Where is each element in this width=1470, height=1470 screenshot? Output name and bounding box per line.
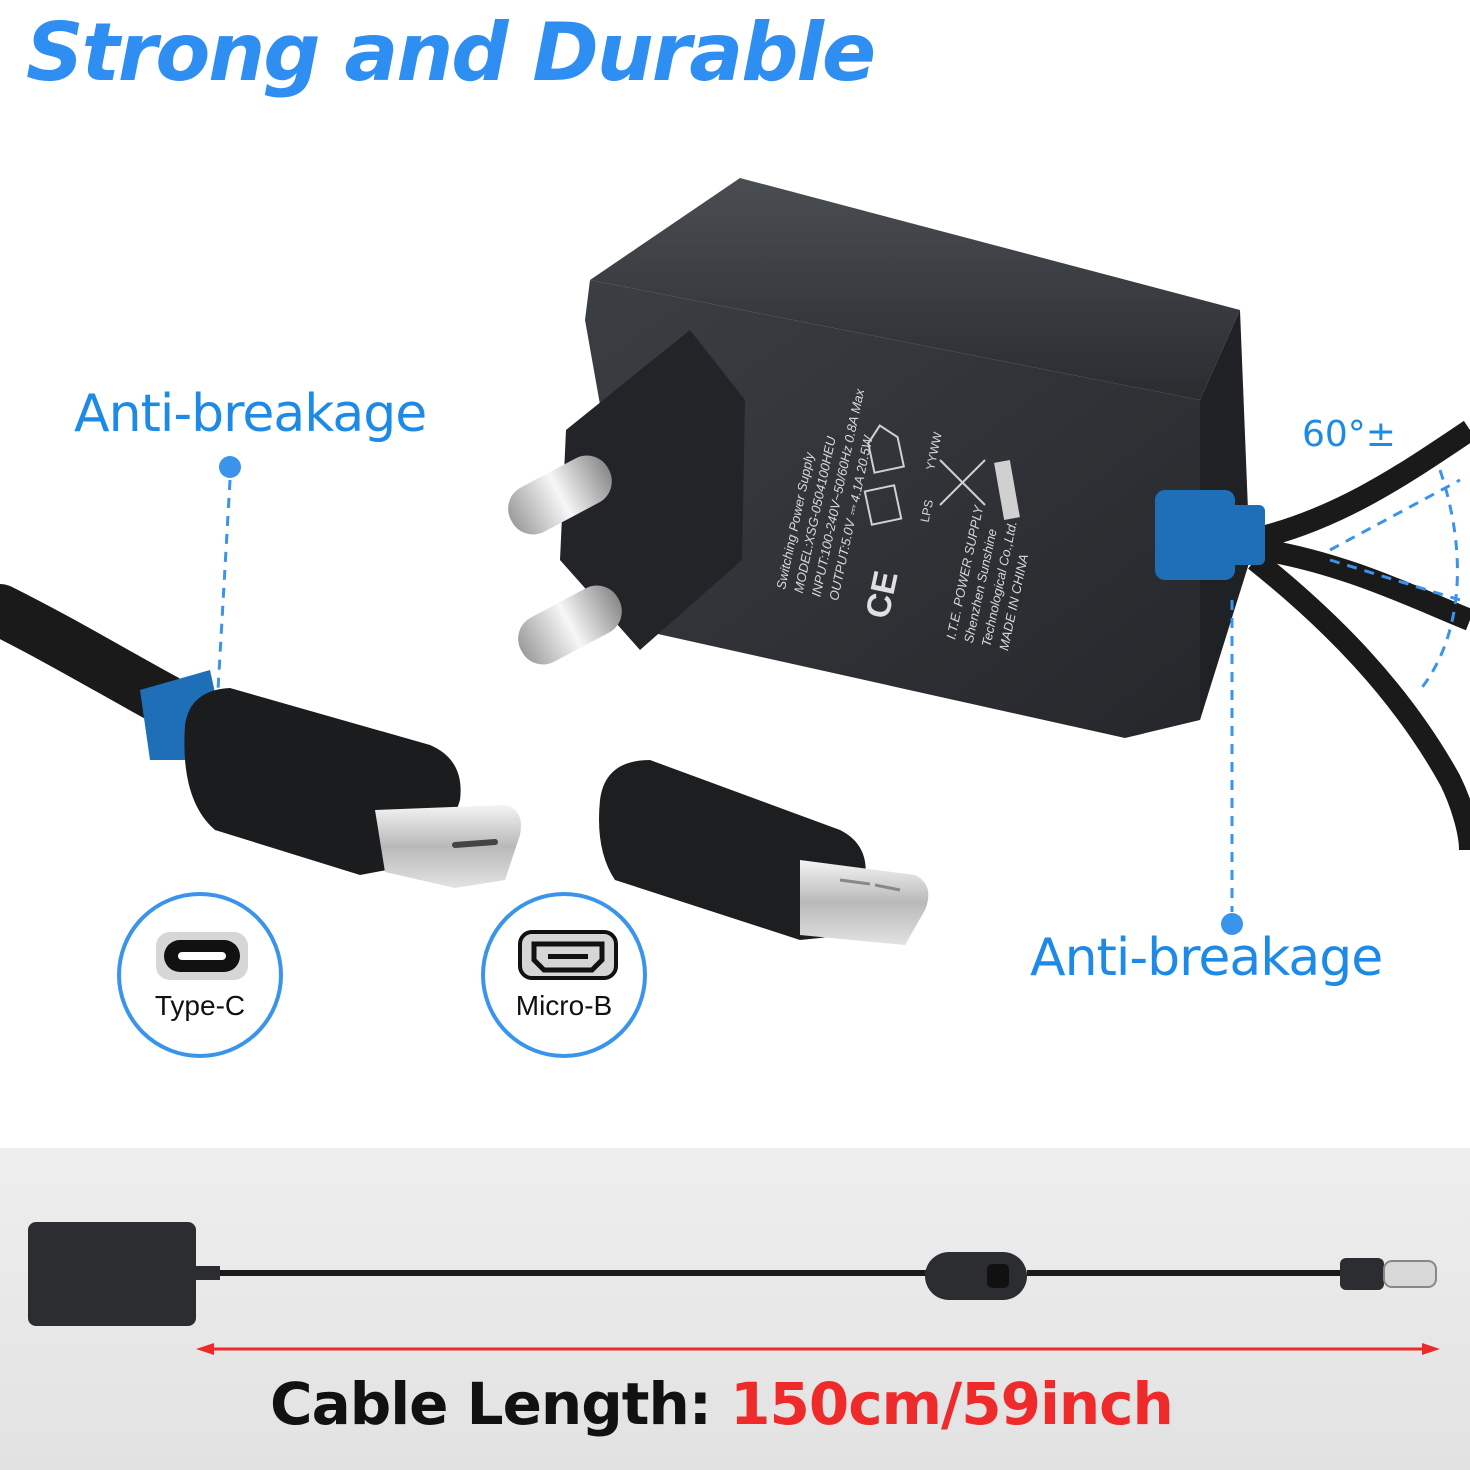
adapter-cable	[1247, 420, 1470, 851]
plug-pin-upper	[508, 455, 612, 535]
cable-length-text: Cable Length: 150cm/59inch	[270, 1370, 1174, 1438]
micro-b-label: Micro-B	[515, 990, 613, 1021]
lps-mark: LPS	[918, 498, 936, 523]
type-c-label: Type-C	[154, 990, 246, 1021]
angle-indicator	[1329, 469, 1461, 691]
usb-c-plug-tip	[375, 805, 521, 888]
full-cable-illustration	[28, 1222, 1440, 1355]
cable-length-value: 150cm/59inch	[730, 1370, 1174, 1438]
micro-usb-port-icon	[518, 930, 618, 980]
inline-switch	[925, 1252, 1027, 1300]
right-callout-pointer	[1221, 600, 1243, 935]
cable-length-label: Cable Length:	[270, 1370, 712, 1438]
anti-breakage-label-right: Anti-breakage	[1030, 928, 1383, 988]
adapter-thumbnail	[28, 1222, 196, 1326]
product-illustration: Switching Power Supply MODEL:XSG-0504100…	[0, 178, 1470, 945]
strain-relief-right	[1155, 490, 1235, 580]
micro-usb-adapter	[599, 760, 929, 945]
type-c-badge: Type-C	[117, 892, 283, 1058]
micro-b-badge: Micro-B	[481, 892, 647, 1058]
left-callout-pointer	[216, 456, 241, 691]
micro-usb-tip	[800, 860, 929, 945]
usb-c-port-icon	[156, 932, 248, 980]
power-adapter	[508, 178, 1265, 738]
cable-length-section	[0, 1148, 1470, 1470]
plug-pin-lower	[518, 585, 622, 665]
length-arrow	[196, 1343, 1440, 1355]
headline: Strong and Durable	[26, 6, 876, 99]
usb-c-cable	[0, 584, 521, 888]
certification-icons	[863, 424, 1020, 526]
anti-breakage-label-left: Anti-breakage	[74, 384, 427, 444]
usb-c-plug-thumbnail	[1383, 1260, 1437, 1288]
angle-label: 60°±	[1302, 414, 1396, 455]
